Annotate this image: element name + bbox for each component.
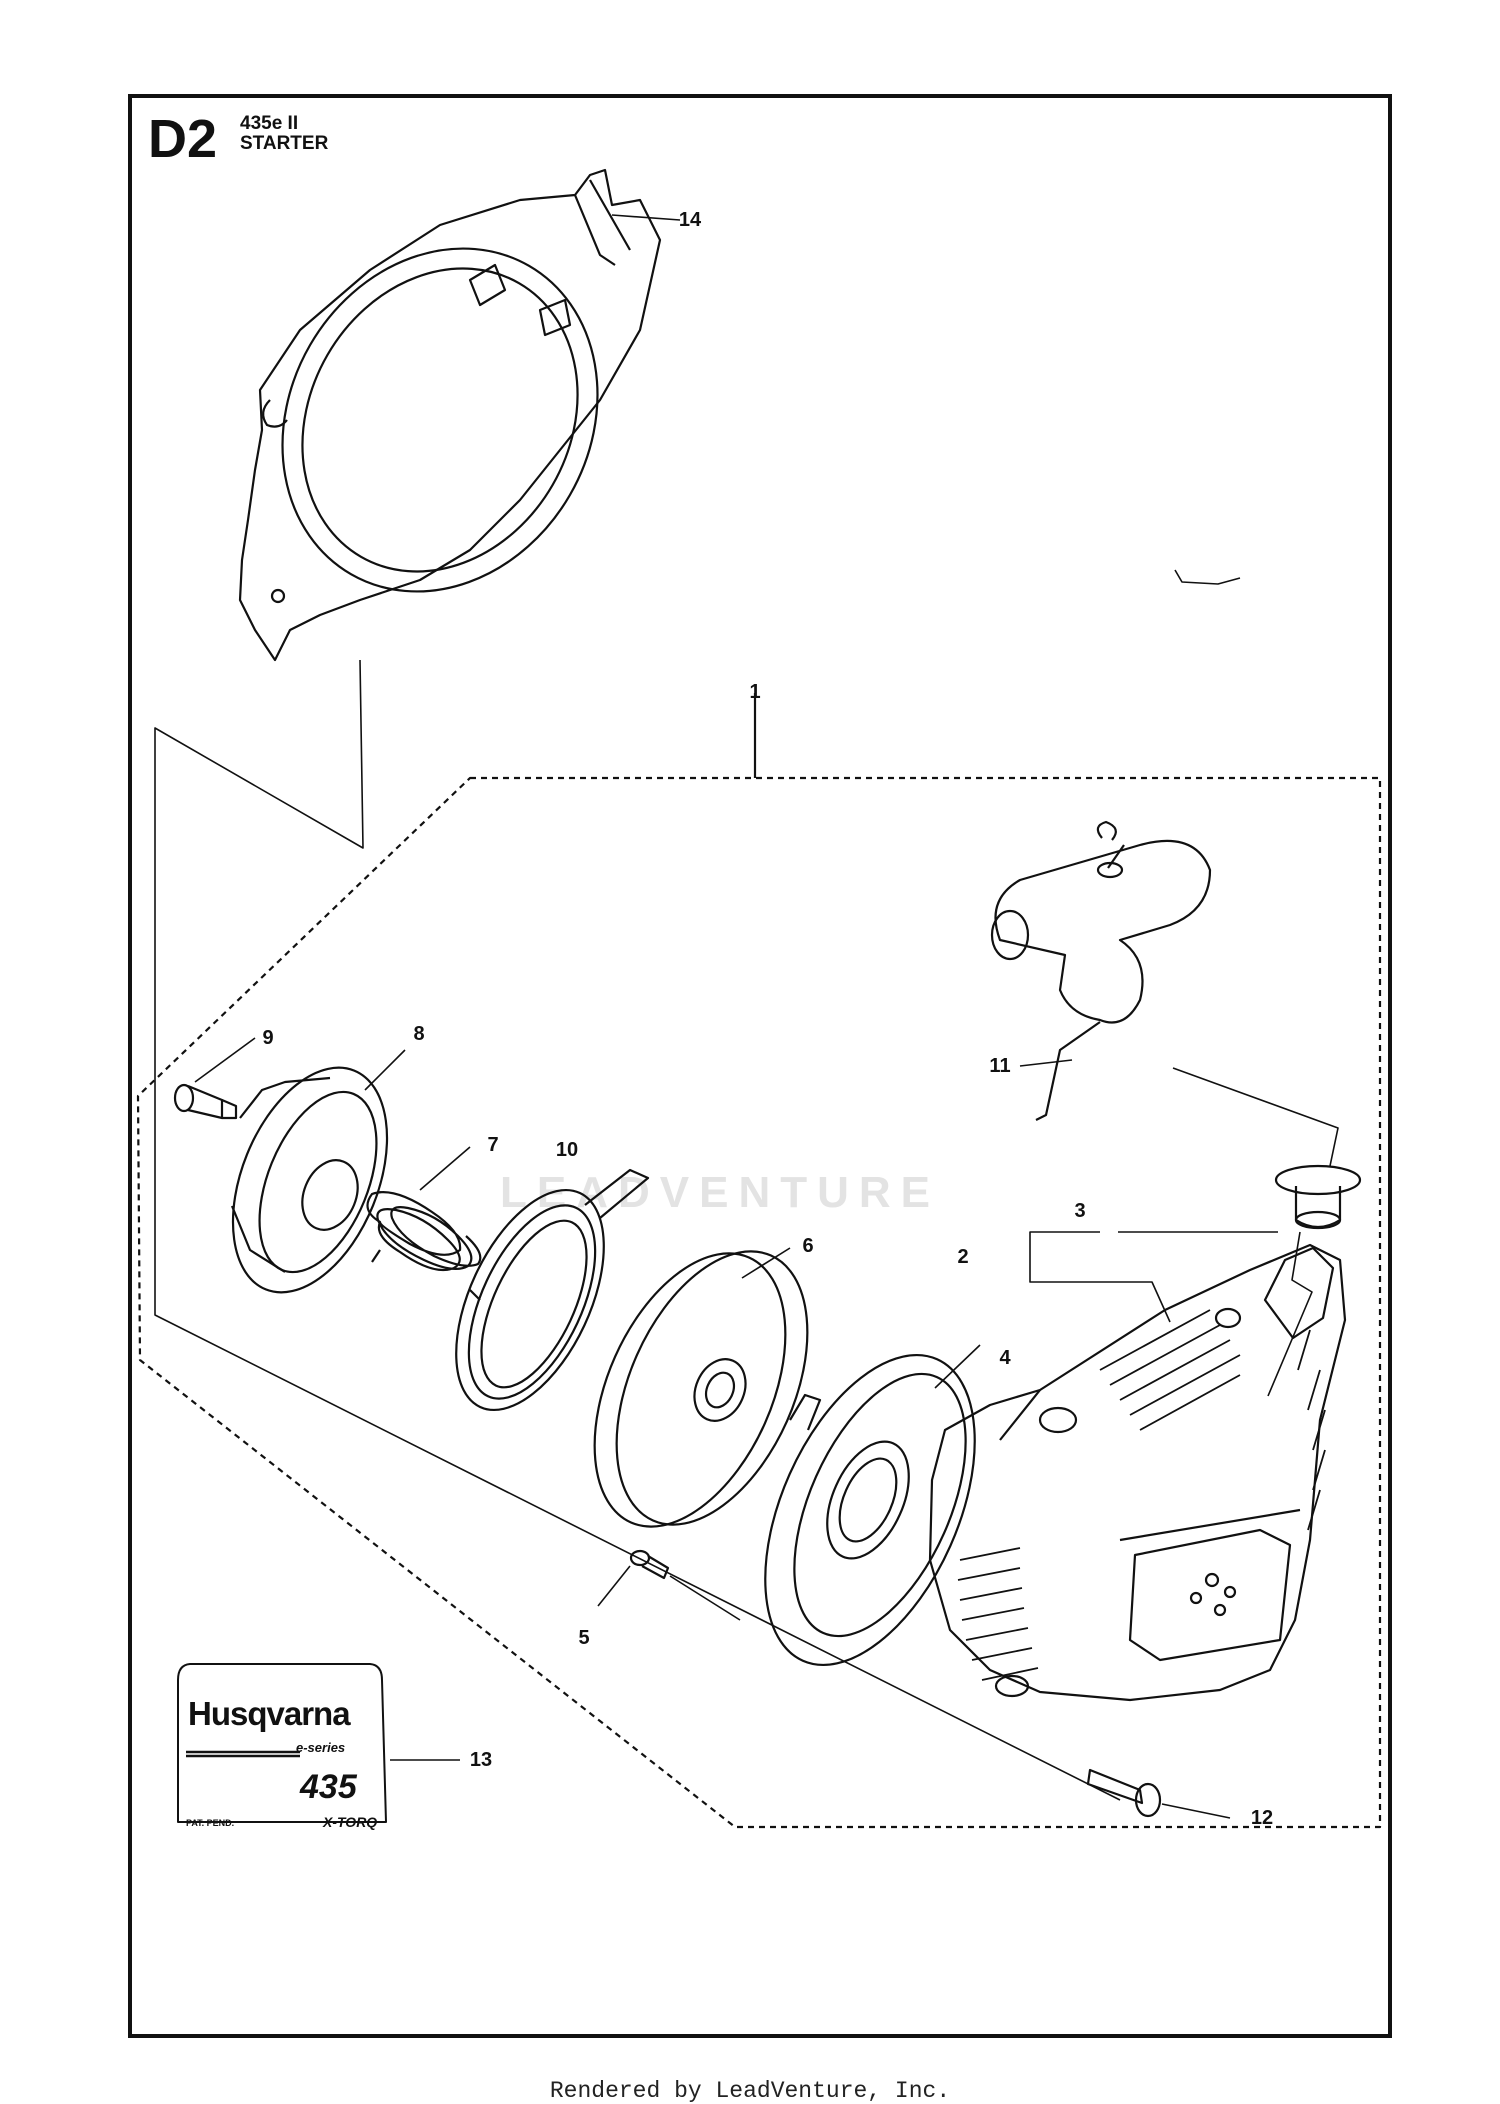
leader-7 — [419, 1146, 471, 1191]
part-8-pulley[interactable] — [203, 1045, 418, 1315]
part-11-starter-handle[interactable] — [990, 820, 1212, 1121]
decal-patent-text: PAT. PEND. — [186, 1818, 235, 1828]
part-6-rope-drum[interactable] — [556, 1222, 846, 1556]
leader-2 — [1029, 1257, 1171, 1323]
leader-9 — [194, 1037, 256, 1083]
diagram-frame — [128, 94, 1392, 2038]
leader-8 — [364, 1049, 406, 1091]
callout-12[interactable]: 12 — [1250, 1807, 1274, 1829]
decal-tech-text: X-TORQ — [323, 1814, 378, 1830]
decal-series-text: e-series — [296, 1740, 346, 1755]
leader-12 — [1161, 1803, 1231, 1819]
watermark: LEADVENTURE — [500, 1168, 941, 1217]
callout-11[interactable]: 11 — [989, 1055, 1011, 1077]
part-5-screw[interactable] — [629, 1549, 670, 1580]
decal-model-text: 435 — [300, 1768, 357, 1806]
diagram-header: 435e II STARTER — [240, 114, 328, 154]
part-7-spring[interactable] — [366, 1191, 482, 1301]
decal-brand-text: Husqvarna — [188, 1695, 351, 1732]
diagram-title: STARTER — [240, 132, 329, 154]
part-9-bolt[interactable] — [173, 1083, 238, 1120]
leader-4 — [934, 1344, 981, 1389]
part-2-starter-cover[interactable] — [928, 1243, 1347, 1702]
leader-11 — [1019, 1059, 1073, 1067]
part-4-spring-cassette[interactable] — [722, 1323, 1017, 1696]
callout-9[interactable]: 9 — [262, 1027, 274, 1049]
part-14-fan-housing[interactable] — [221, 168, 662, 662]
footer-credit: Rendered by LeadVenture, Inc. — [549, 2078, 951, 2104]
callout-3[interactable]: 3 — [1074, 1200, 1086, 1222]
leader-14 — [611, 214, 681, 221]
callout-1[interactable]: 1 — [749, 681, 761, 703]
callout-10[interactable]: 10 — [555, 1139, 579, 1161]
callout-8[interactable]: 8 — [413, 1023, 425, 1045]
model-name: 435e II — [240, 113, 299, 134]
reference-line-3 — [1172, 1067, 1339, 1397]
callout-5[interactable]: 5 — [578, 1627, 590, 1649]
leader-3 — [1029, 1231, 1278, 1257]
callout-4[interactable]: 4 — [999, 1347, 1011, 1369]
part-12-screw[interactable] — [1086, 1768, 1162, 1818]
leader-5 — [597, 1565, 741, 1621]
part-3-rope-bushing[interactable] — [1274, 1164, 1362, 1230]
part-13-decal[interactable] — [177, 1663, 387, 1823]
callout-13[interactable]: 13 — [469, 1749, 493, 1771]
part-10-starter-rope[interactable] — [426, 1168, 650, 1433]
callout-2[interactable]: 2 — [957, 1246, 969, 1268]
callout-6[interactable]: 6 — [802, 1235, 814, 1257]
section-code: D2 — [148, 109, 218, 169]
callout-14[interactable]: 14 — [678, 209, 702, 231]
leader-6 — [741, 1247, 791, 1279]
callout-7[interactable]: 7 — [487, 1134, 499, 1156]
part-1-outline — [136, 776, 1382, 1829]
